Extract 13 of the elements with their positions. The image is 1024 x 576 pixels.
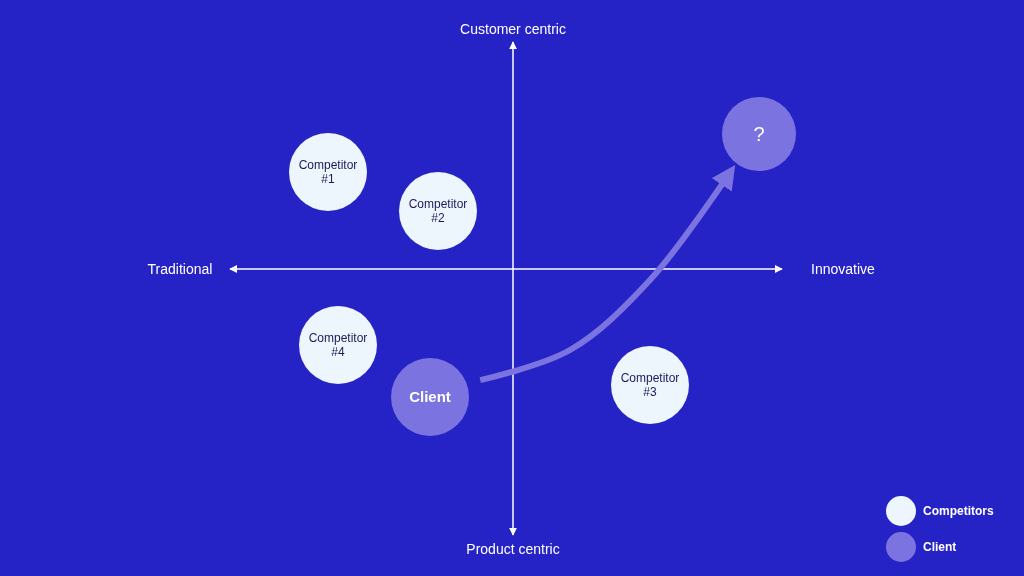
node-label: Competitor #1 xyxy=(297,158,359,186)
axis-label: Customer centric xyxy=(460,21,566,37)
axis-label: Innovative xyxy=(811,261,875,277)
legend-label: Competitors xyxy=(923,504,994,518)
node-label: Competitor #3 xyxy=(619,371,681,399)
axis-label: Traditional xyxy=(147,261,213,277)
axis-label: Product centric xyxy=(466,541,560,557)
legend-label: Client xyxy=(923,540,957,554)
node-label: ? xyxy=(752,127,766,141)
node-label: Competitor #2 xyxy=(407,197,469,225)
node-label: Client xyxy=(408,390,452,404)
node-label: Competitor #4 xyxy=(307,331,369,359)
curved-arrow xyxy=(479,164,736,384)
